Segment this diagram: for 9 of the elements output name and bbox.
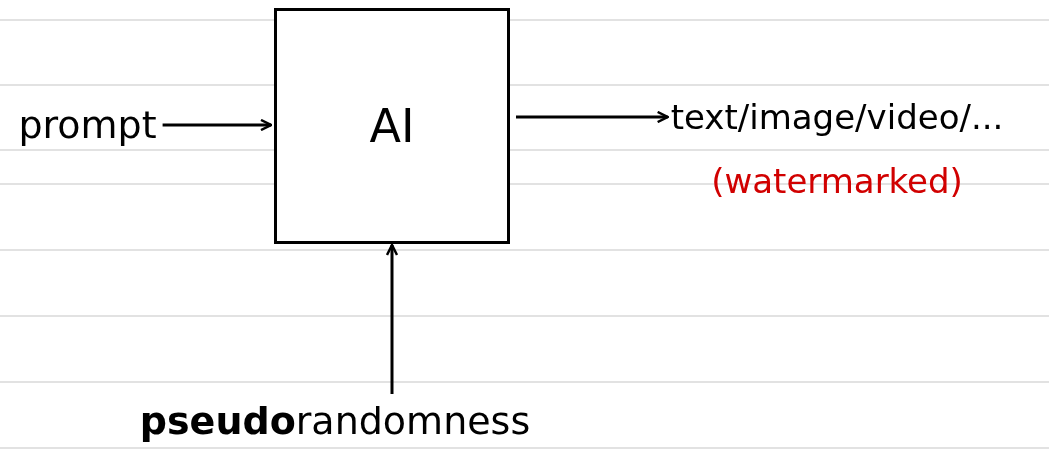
arrow xyxy=(162,118,273,132)
box-label: AI xyxy=(369,103,415,149)
node-label: prompt xyxy=(18,106,157,144)
process-box xyxy=(274,8,510,244)
node-label: text/image/video/... xyxy=(670,100,1004,134)
node-label: pseudorandomness xyxy=(139,402,531,440)
annotation-text: (watermarked) xyxy=(710,164,964,198)
arrow xyxy=(385,243,399,394)
arrow xyxy=(516,110,669,124)
